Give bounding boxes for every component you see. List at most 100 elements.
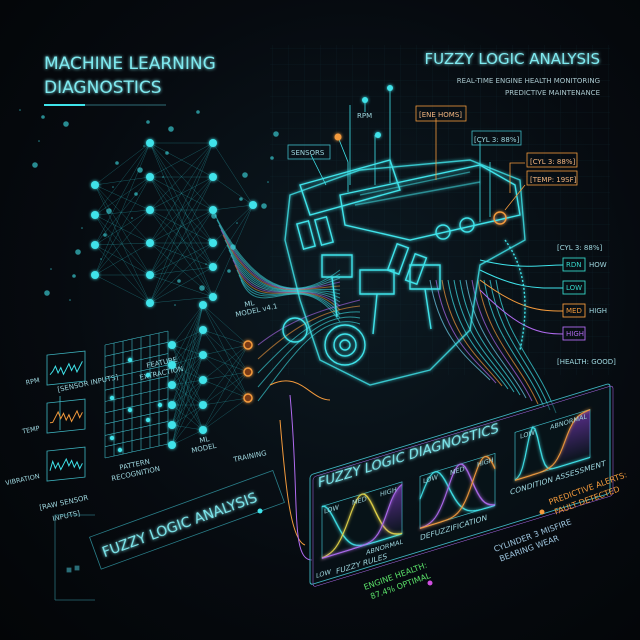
nn-edge bbox=[202, 354, 249, 399]
nn-edge bbox=[171, 329, 204, 386]
particle bbox=[63, 121, 69, 127]
nn-edge bbox=[149, 176, 214, 304]
temp-box bbox=[526, 170, 578, 186]
nn-node bbox=[249, 201, 257, 209]
grid-line bbox=[104, 443, 169, 459]
nn-edge bbox=[94, 184, 151, 244]
nn-edge bbox=[149, 142, 214, 304]
nn-edge bbox=[94, 214, 151, 244]
flow-line bbox=[479, 269, 564, 289]
data-flow-lines bbox=[19, 109, 564, 561]
nn-edge bbox=[202, 397, 249, 431]
nn-edge bbox=[171, 379, 204, 426]
piston-3 bbox=[409, 264, 441, 330]
legend-tag: HIGH bbox=[566, 330, 584, 338]
grid-dot bbox=[127, 357, 133, 363]
nn-edge bbox=[202, 344, 249, 406]
flow-line bbox=[459, 279, 521, 396]
nn-node bbox=[91, 241, 99, 249]
nn-node bbox=[209, 139, 217, 147]
nn-edge bbox=[171, 344, 204, 381]
flow-line bbox=[214, 214, 341, 289]
fuzzy-diagnostics-panel: FUZZY LOGIC DIAGNOSTICS LOW MED HIGH ABN… bbox=[309, 383, 614, 587]
particle bbox=[165, 151, 169, 155]
nn-node bbox=[168, 361, 176, 369]
nn-edge bbox=[202, 354, 249, 373]
nn-edge bbox=[171, 429, 204, 446]
particle bbox=[236, 222, 238, 224]
flow-line bbox=[224, 239, 341, 291]
nn-edge bbox=[149, 142, 214, 244]
nn-node bbox=[146, 239, 154, 247]
nn-edge bbox=[149, 176, 214, 211]
nn-node bbox=[209, 173, 217, 181]
nn-node bbox=[146, 206, 154, 214]
defuzzification-chart bbox=[419, 452, 496, 529]
flow-line bbox=[483, 279, 545, 408]
nn-edge bbox=[94, 209, 151, 246]
particle bbox=[38, 140, 40, 142]
flow-line bbox=[453, 279, 515, 393]
particle bbox=[100, 258, 102, 260]
flow-line bbox=[447, 279, 509, 390]
flow-line bbox=[234, 264, 341, 311]
grid-line bbox=[104, 330, 169, 346]
particle bbox=[174, 304, 176, 306]
nn-edge bbox=[202, 379, 249, 399]
particle bbox=[131, 217, 133, 219]
engine-callouts: RPM SENSORS [ENE HOMS] [CYL 3: 88%] [CYL… bbox=[287, 85, 616, 366]
nn-edge bbox=[171, 329, 204, 406]
nn-edge bbox=[171, 404, 204, 446]
health-node bbox=[427, 580, 433, 586]
flow-line bbox=[269, 380, 331, 546]
particle bbox=[103, 233, 107, 237]
nn-edge bbox=[171, 329, 204, 426]
legend-tag: MED bbox=[566, 307, 582, 315]
nn-edge bbox=[94, 142, 151, 246]
nn-edge bbox=[212, 204, 254, 244]
particle bbox=[211, 213, 217, 219]
cyl3-alert-label: [CYL 3: 88%] bbox=[530, 158, 575, 166]
crank-pulley-inner bbox=[333, 333, 357, 357]
nn-edge bbox=[202, 371, 249, 406]
nn-edge bbox=[171, 354, 204, 406]
particle bbox=[261, 203, 267, 209]
sensor-waveform bbox=[49, 457, 83, 471]
legend-box bbox=[562, 326, 586, 341]
pattern-grid bbox=[104, 330, 169, 459]
nn-edge bbox=[202, 397, 249, 406]
valve-cover-left bbox=[299, 159, 401, 216]
nn-node bbox=[209, 293, 217, 301]
grid-dot bbox=[109, 435, 115, 441]
nn-edge bbox=[149, 266, 214, 304]
particle bbox=[50, 268, 52, 270]
grid-line bbox=[104, 421, 169, 436]
ml-model-label-1: ML bbox=[199, 435, 210, 445]
nn-edge bbox=[171, 344, 204, 356]
nn-edge bbox=[94, 184, 151, 276]
membership-curve bbox=[419, 471, 495, 512]
right-title: FUZZY LOGIC ANALYSIS REAL-TIME ENGINE HE… bbox=[425, 50, 600, 97]
nn-edge bbox=[212, 204, 254, 211]
sensor-chart-box bbox=[46, 446, 86, 482]
flow-line bbox=[238, 274, 341, 319]
flow-line bbox=[226, 244, 341, 295]
sensor-inputs-label: [SENSOR INPUTS] bbox=[57, 373, 120, 394]
flow-line bbox=[240, 279, 341, 323]
nn-node bbox=[243, 340, 253, 350]
piston-2 bbox=[359, 269, 395, 335]
banner-node bbox=[257, 508, 263, 514]
sensor-waveform bbox=[50, 409, 83, 424]
nn-edge bbox=[94, 214, 151, 276]
nn-edge bbox=[94, 142, 151, 216]
grid-line bbox=[104, 387, 169, 402]
sensor-chart-box bbox=[46, 350, 86, 386]
model-v-label-1: ML bbox=[244, 299, 255, 309]
nn-edge bbox=[149, 296, 214, 304]
nn-edge bbox=[94, 142, 151, 186]
sensors-box bbox=[287, 144, 331, 160]
nn-edge bbox=[171, 379, 204, 446]
particle bbox=[134, 192, 138, 196]
cyl3-side-label: [CYL 3: 88%] bbox=[557, 244, 602, 252]
left-title: MACHINE LEARNING DIAGNOSTICS bbox=[44, 54, 216, 98]
